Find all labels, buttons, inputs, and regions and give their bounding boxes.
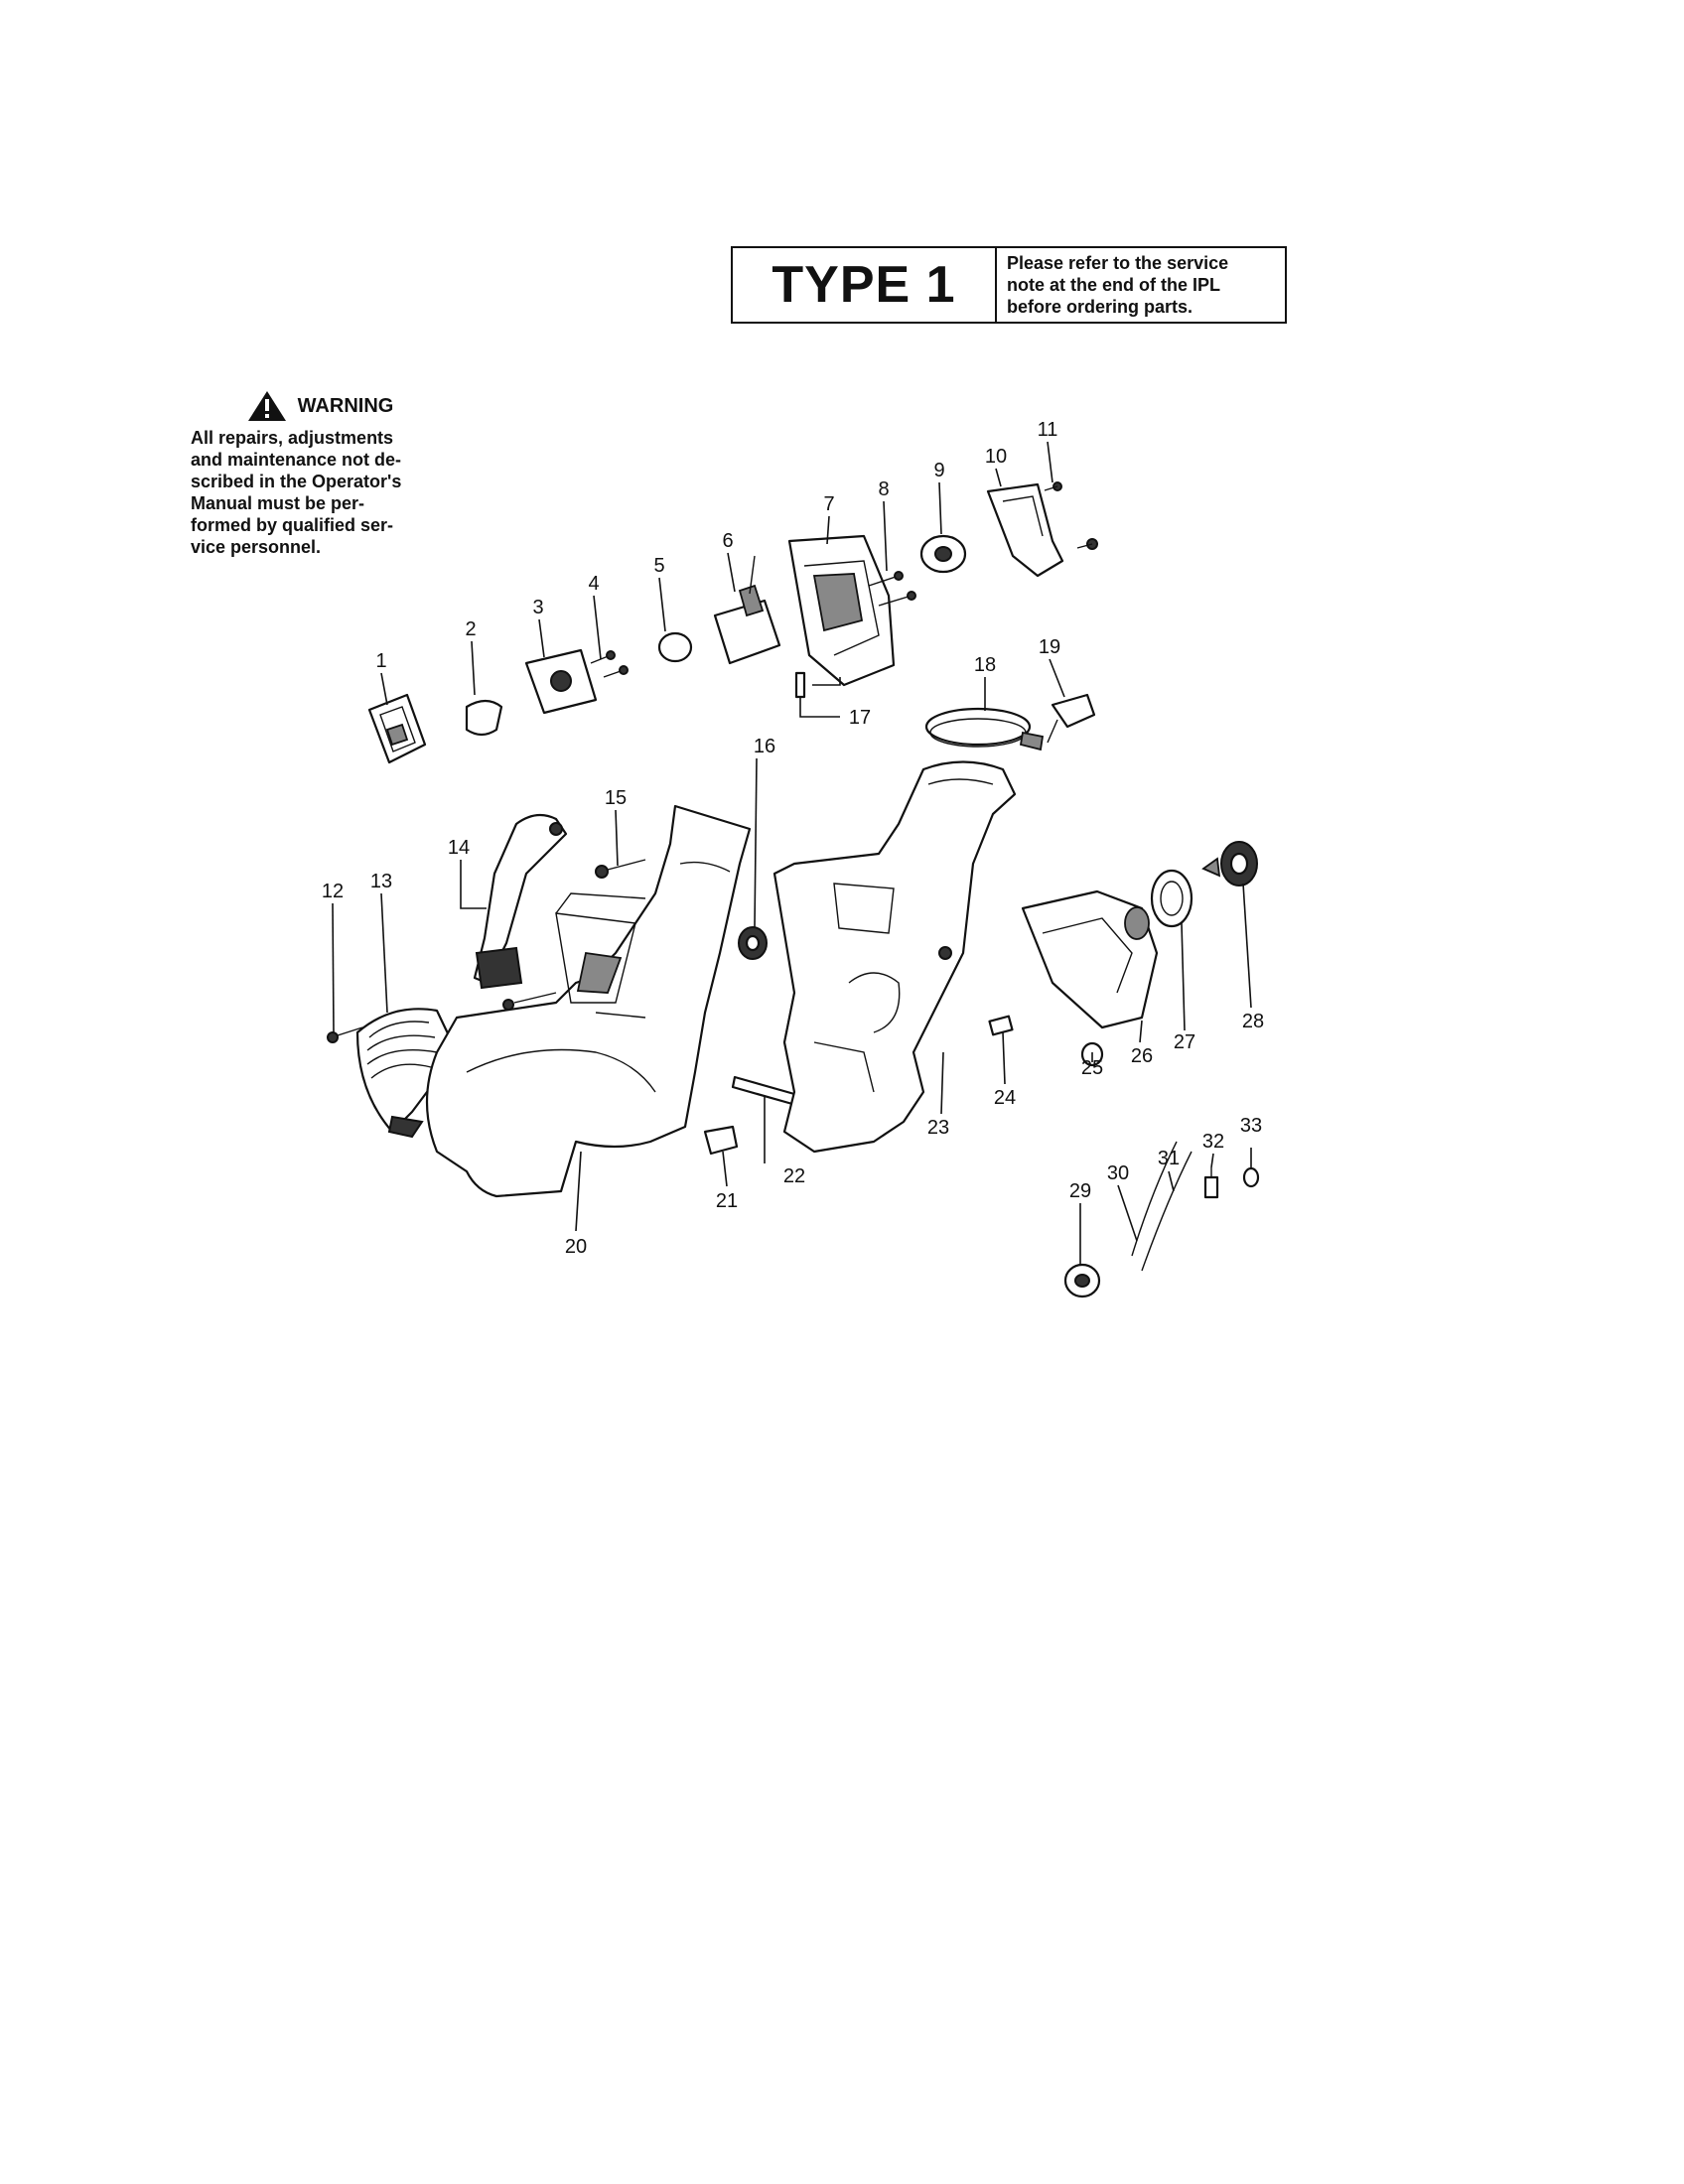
callout-29: 29 <box>1069 1180 1091 1202</box>
callout-17: 17 <box>849 707 871 729</box>
part-11-screws <box>1044 481 1098 550</box>
warning-line: scribed in the Operator's <box>191 472 402 491</box>
callout-18: 18 <box>974 654 996 676</box>
part-31-fuel-line <box>1141 1151 1193 1272</box>
part-24-clip <box>988 1015 1014 1036</box>
callout-1: 1 <box>375 650 386 672</box>
warning-triangle-icon <box>247 391 286 421</box>
part-2-filter-element <box>465 699 503 737</box>
callout-28: 28 <box>1242 1011 1264 1032</box>
callout-26: 26 <box>1131 1045 1153 1067</box>
part-16-nut <box>738 926 768 960</box>
callout-32: 32 <box>1202 1131 1224 1153</box>
part-3-adapter <box>524 648 598 715</box>
part-29-grommet <box>1063 1263 1101 1298</box>
callout-11: 11 <box>1038 419 1058 441</box>
callout-23: 23 <box>927 1117 949 1139</box>
warning-line: and maintenance not de- <box>191 450 402 470</box>
callout-9: 9 <box>933 460 944 481</box>
warning-line: formed by qualified ser- <box>191 515 394 535</box>
part-33-cap <box>1242 1166 1260 1188</box>
callout-3: 3 <box>532 597 543 618</box>
part-18-clamp-band <box>924 707 1045 751</box>
warning-line: vice personnel. <box>191 537 322 557</box>
part-4-screws <box>590 650 629 678</box>
callout-13: 13 <box>370 871 392 892</box>
part-7-airbox <box>787 534 896 687</box>
callout-31: 31 <box>1158 1148 1180 1169</box>
callout-7: 7 <box>823 493 834 515</box>
callout-33: 33 <box>1240 1115 1262 1137</box>
part-26-elbow <box>1021 889 1159 1029</box>
callout-10: 10 <box>985 446 1007 468</box>
part-8-screws <box>868 571 916 607</box>
warning-title: WARNING <box>297 394 394 417</box>
callout-20: 20 <box>565 1236 587 1258</box>
type-label: TYPE 1 <box>733 248 997 322</box>
part-22-pin <box>731 1075 796 1106</box>
callout-22: 22 <box>783 1165 805 1187</box>
part-21-latch <box>703 1125 739 1156</box>
callout-12: 12 <box>322 881 344 902</box>
part-19-knob <box>1047 693 1096 744</box>
part-15-screw <box>502 859 646 1011</box>
warning-line: All repairs, adjustments <box>191 428 394 448</box>
callout-16: 16 <box>754 736 775 757</box>
warning-notice: WARNING All repairs, adjustments and mai… <box>191 389 449 558</box>
callout-4: 4 <box>588 573 599 595</box>
callout-19: 19 <box>1039 636 1060 658</box>
callout-25: 25 <box>1081 1057 1103 1079</box>
service-note-line: before ordering parts. <box>1007 297 1193 317</box>
part-6-carburetor <box>713 555 781 665</box>
callout-27: 27 <box>1174 1031 1195 1053</box>
type-box: TYPE 1 Please refer to the service note … <box>731 246 1287 324</box>
callout-5: 5 <box>653 555 664 577</box>
service-note: Please refer to the service note at the … <box>997 248 1285 322</box>
callout-numbers: 1 2 3 4 5 6 7 8 9 10 11 12 13 14 15 16 1… <box>322 419 1264 1258</box>
part-5-plug <box>657 631 693 663</box>
part-14-handle <box>473 813 568 990</box>
part-32-fuel-filter <box>1203 1167 1219 1199</box>
part-23-housing-right <box>772 760 1017 1154</box>
callout-8: 8 <box>878 478 889 500</box>
part-9-washer <box>919 534 967 574</box>
part-30-fuel-line <box>1131 1141 1178 1257</box>
callout-2: 2 <box>465 618 476 640</box>
callout-14: 14 <box>448 837 470 859</box>
callout-21: 21 <box>716 1190 738 1212</box>
part-1-filter-frame <box>367 693 427 764</box>
part-17-clip <box>794 671 806 699</box>
service-note-line: note at the end of the IPL <box>1007 275 1220 295</box>
callout-24: 24 <box>994 1087 1016 1109</box>
part-28-fan-hub <box>1201 841 1258 887</box>
warning-line: Manual must be per- <box>191 493 365 513</box>
part-20-housing-left <box>425 804 752 1198</box>
callout-15: 15 <box>605 787 627 809</box>
callout-30: 30 <box>1107 1162 1129 1184</box>
part-10-cover-plate <box>986 482 1064 578</box>
part-27-ring <box>1150 869 1193 928</box>
leader-lines <box>332 441 1252 1265</box>
part-12-screw <box>327 1026 363 1043</box>
warning-body: All repairs, adjustments and maintenance… <box>191 427 449 558</box>
part-13-guard <box>355 1008 459 1139</box>
service-note-line: Please refer to the service <box>1007 253 1229 273</box>
callout-6: 6 <box>722 530 733 552</box>
